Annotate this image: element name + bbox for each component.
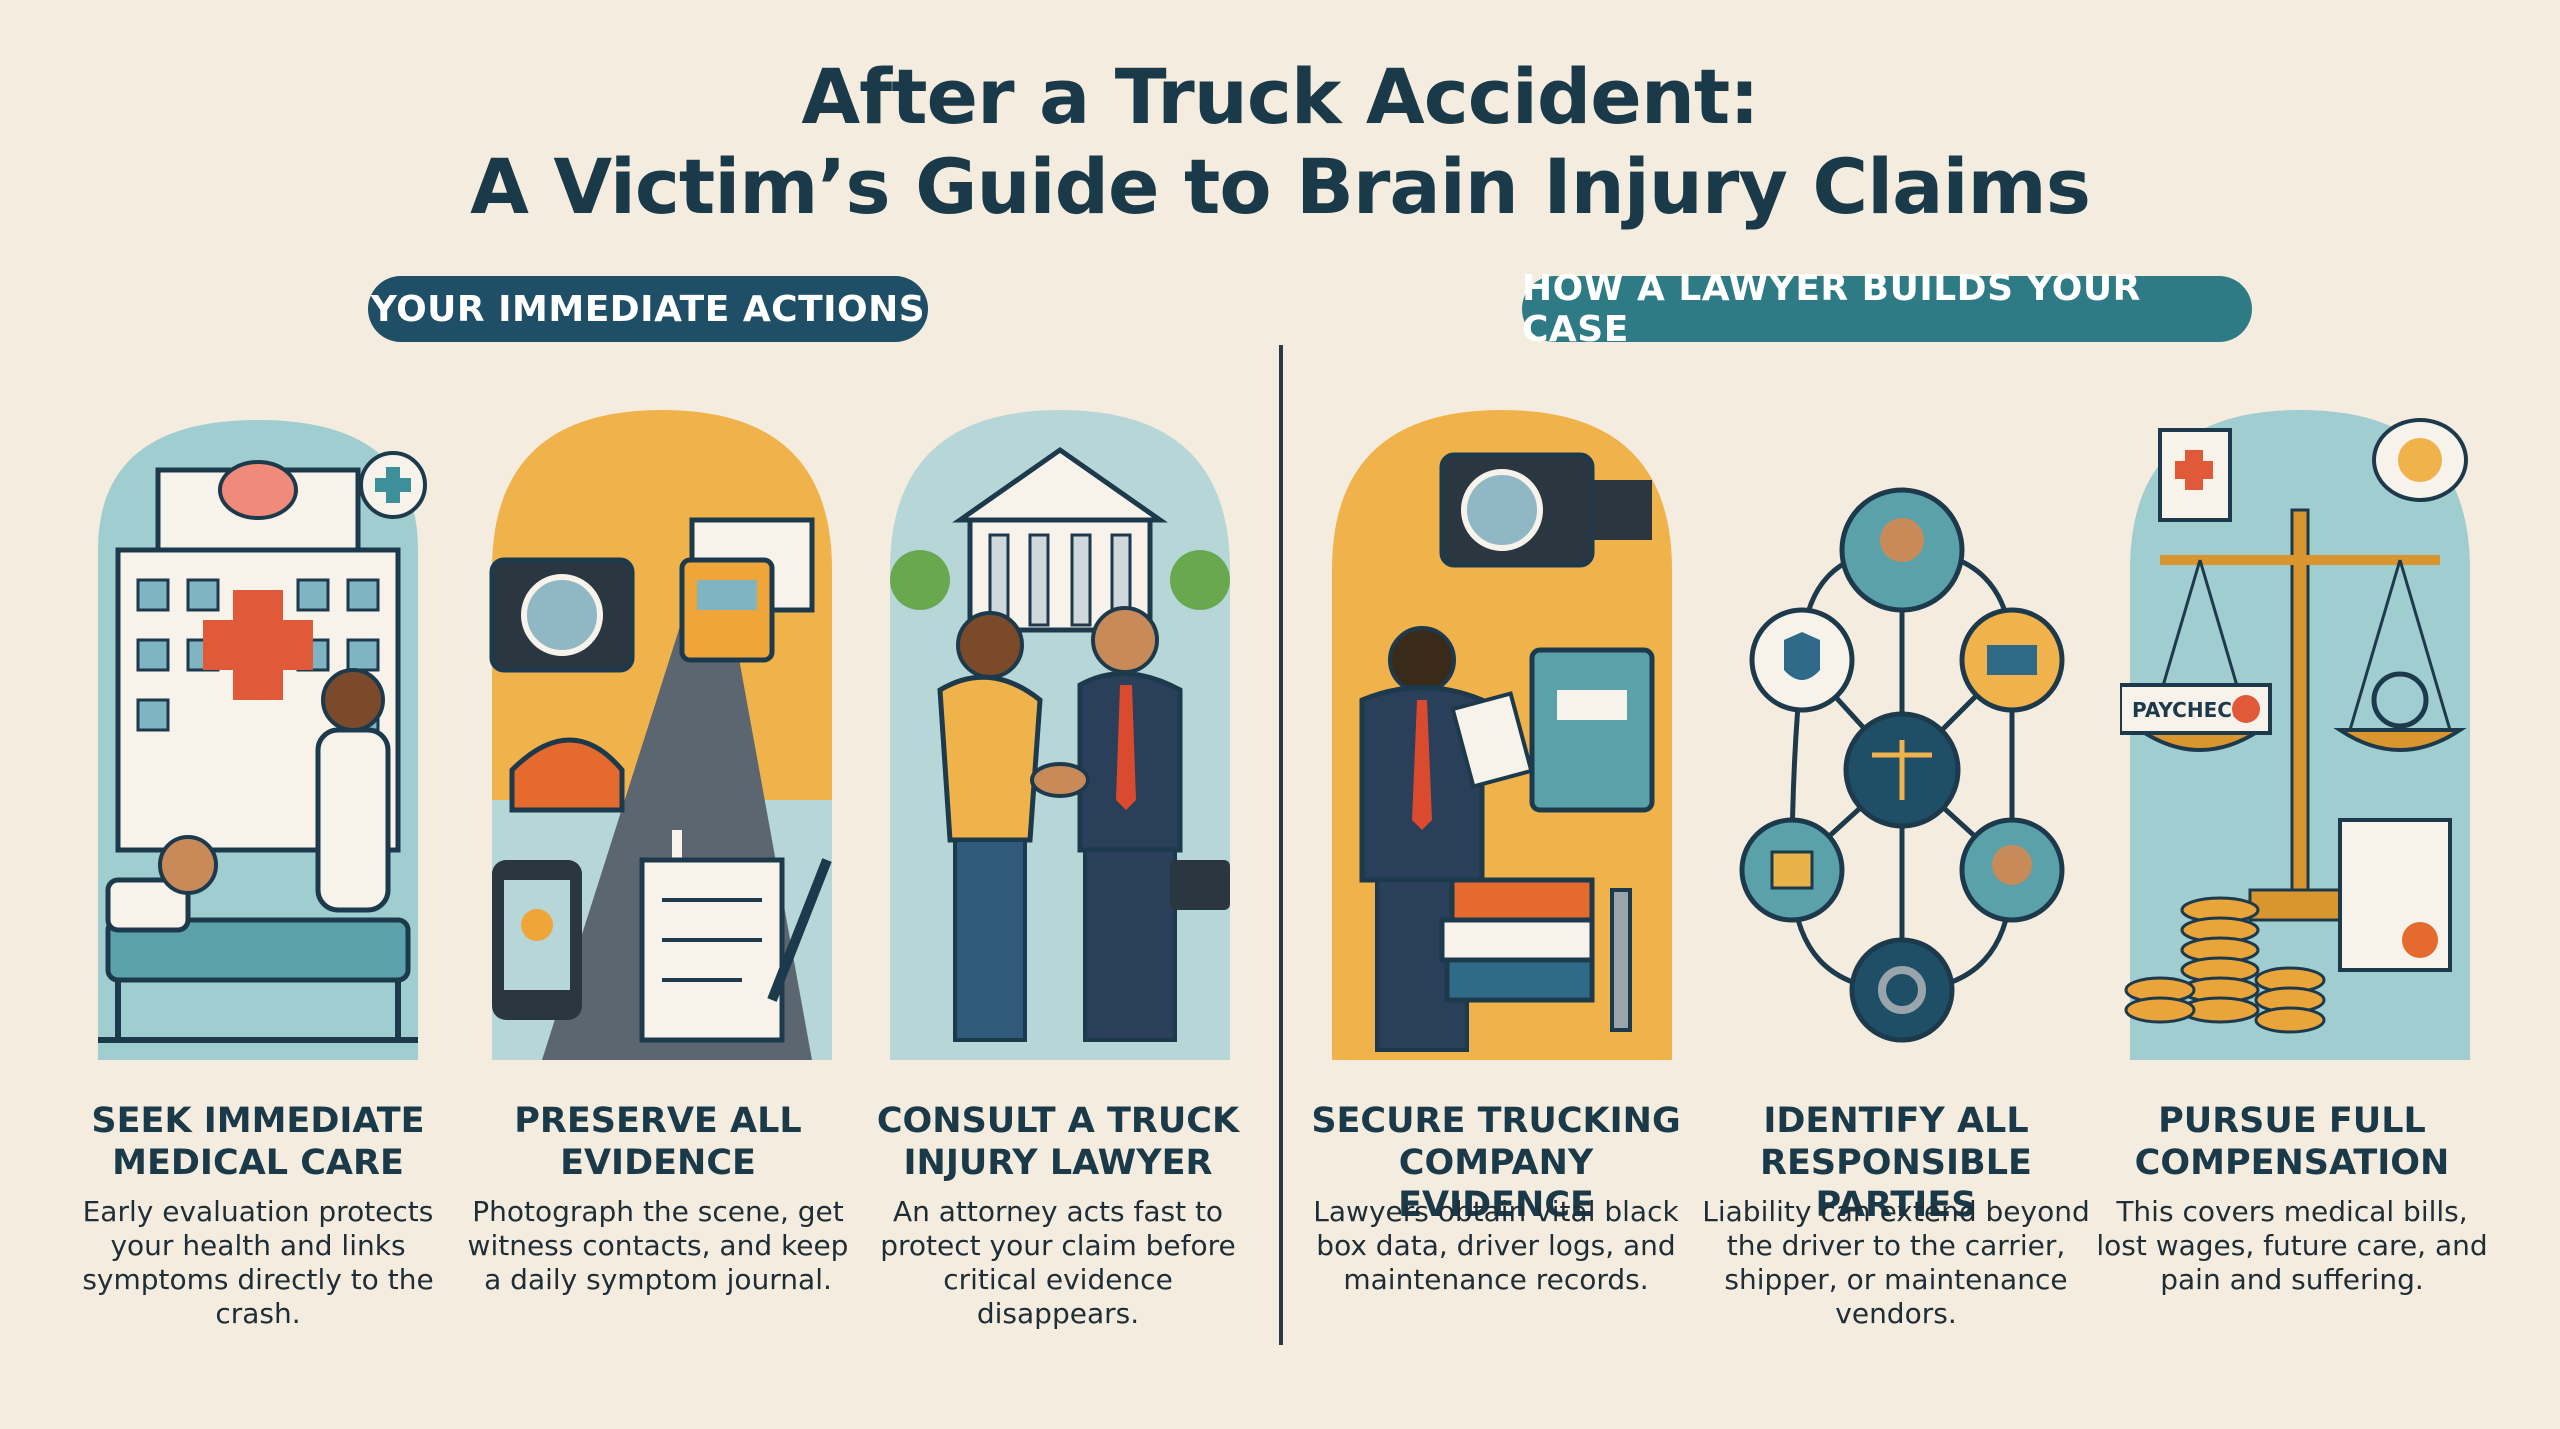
step-1-heading: SEEK IMMEDIATE MEDICAL CARE [91, 1101, 425, 1183]
step-6-text: This covers medical bills, lost wages, f… [2096, 1195, 2488, 1296]
section-pill-lawyer-case: HOW A LAWYER BUILDS YOUR CASE [1522, 268, 2252, 350]
step-5-text: Liability can extend beyond the driver t… [1702, 1195, 2090, 1330]
step-4-text: Lawyers obtain vital black box data, dri… [1313, 1195, 1679, 1296]
camera-truck-icon [482, 400, 842, 1060]
step-5-heading: IDENTIFY ALL RESPONSIBLE PARTIES [1760, 1101, 2032, 1225]
step-2-text: Photograph the scene, get witness contac… [467, 1195, 849, 1296]
hospital-icon [78, 400, 438, 1060]
handshake-icon [880, 400, 1240, 1060]
step-2-heading: PRESERVE ALL EVIDENCE [514, 1101, 802, 1183]
step-4-heading: SECURE TRUCKING COMPANY EVIDENCE [1311, 1101, 1681, 1225]
step-1-text: Early evaluation protects your health an… [82, 1195, 434, 1330]
network-icon [1722, 400, 2082, 1060]
page-title-line-2: A Victim’s Guide to Brain Injury Claims [470, 142, 2091, 231]
section-pill-immediate-actions: YOUR IMMEDIATE ACTIONS [368, 276, 928, 342]
step-3-text: An attorney acts fast to protect your cl… [880, 1195, 1236, 1330]
paycheck-label: PAYCHECK [2132, 698, 2249, 722]
scales-icon: PAYCHECK [2120, 400, 2480, 1060]
page-title-line-1: After a Truck Accident: [801, 52, 1759, 141]
step-6-heading: PURSUE FULL COMPENSATION [2134, 1101, 2450, 1183]
black-box-icon [1322, 400, 1682, 1060]
step-3-heading: CONSULT A TRUCK INJURY LAWYER [876, 1101, 1240, 1183]
section-divider [1279, 345, 1283, 1345]
